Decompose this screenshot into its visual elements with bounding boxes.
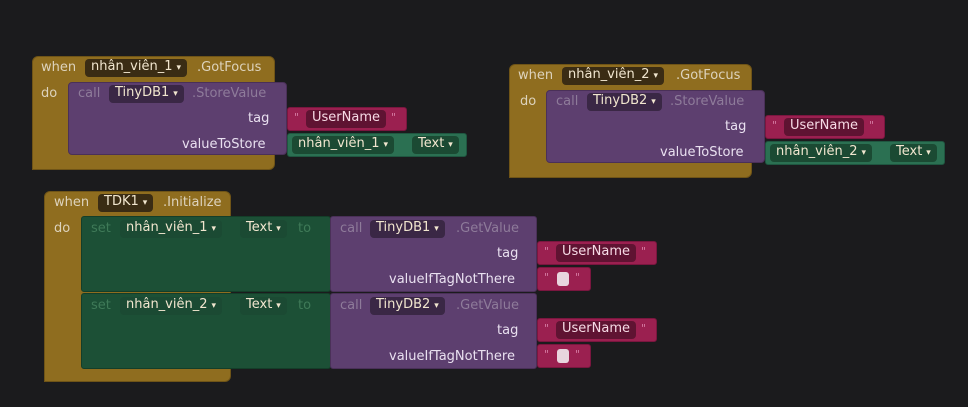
property-dropdown[interactable]: Text▾ xyxy=(412,136,459,154)
component-dropdown[interactable]: nhân_viên_2▾ xyxy=(562,67,665,85)
when-label: when xyxy=(41,60,77,75)
call-label: call xyxy=(78,86,101,101)
quote-icon: " xyxy=(772,119,778,132)
do-label: do xyxy=(54,221,71,236)
chevron-down-icon: ▾ xyxy=(173,89,178,99)
do-label: do xyxy=(520,94,537,109)
quote-icon: " xyxy=(575,271,581,284)
tinydb-dropdown[interactable]: TinyDB2▾ xyxy=(370,297,445,315)
chevron-down-icon: ▾ xyxy=(653,71,659,81)
component-name: nhân_viên_1 xyxy=(298,136,380,151)
call-label: call xyxy=(340,221,363,236)
string-value[interactable]: UserName xyxy=(306,110,386,128)
component-dropdown[interactable]: nhân_viên_1▾ xyxy=(85,59,188,77)
component-dropdown[interactable]: TDK1▾ xyxy=(98,194,154,212)
quote-icon: " xyxy=(544,245,550,258)
quote-icon: " xyxy=(391,111,397,124)
tinydb-dropdown[interactable]: TinyDB1▾ xyxy=(370,220,445,238)
method-name: .StoreValue xyxy=(192,86,267,101)
property-name: Text xyxy=(418,136,445,151)
value-if-tag-not-there-label: valueIfTagNotThere xyxy=(389,349,515,364)
event-name: .Initialize xyxy=(163,195,222,210)
to-label: to xyxy=(298,298,312,313)
quote-icon: " xyxy=(575,348,581,361)
empty-string-value[interactable] xyxy=(557,349,569,363)
component-name: nhân_viên_2 xyxy=(568,67,650,82)
quote-icon: " xyxy=(641,245,647,258)
tag-label: tag xyxy=(248,111,270,126)
tinydb-dropdown[interactable]: TinyDB1▾ xyxy=(109,85,184,103)
property-dropdown[interactable]: Text▾ xyxy=(240,220,287,238)
tinydb-name: TinyDB1 xyxy=(376,220,431,235)
component-name: nhân_viên_2 xyxy=(776,144,858,159)
string-value[interactable]: UserName xyxy=(556,244,636,262)
do-label: do xyxy=(41,86,58,101)
tag-label: tag xyxy=(497,323,519,338)
when-label: when xyxy=(518,68,554,83)
component-dropdown[interactable]: nhân_viên_2▾ xyxy=(120,297,223,315)
string-value[interactable]: UserName xyxy=(784,118,864,136)
empty-string-value[interactable] xyxy=(557,272,569,286)
component-dropdown[interactable]: nhân_viên_2▾ xyxy=(770,144,873,162)
method-name: .GetValue xyxy=(456,221,520,236)
when-label: when xyxy=(54,195,90,210)
tag-label: tag xyxy=(725,119,747,134)
quote-icon: " xyxy=(544,271,550,284)
set-label: set xyxy=(91,221,111,236)
property-name: Text xyxy=(246,297,273,312)
call-label: call xyxy=(556,94,579,109)
component-dropdown[interactable]: nhân_viên_1▾ xyxy=(292,136,395,154)
value-if-tag-not-there-label: valueIfTagNotThere xyxy=(389,272,515,287)
property-dropdown[interactable]: Text▾ xyxy=(240,297,287,315)
chevron-down-icon: ▾ xyxy=(176,63,182,73)
value-to-store-label: valueToStore xyxy=(660,145,744,160)
chevron-down-icon: ▾ xyxy=(211,301,217,311)
chevron-down-icon: ▾ xyxy=(276,301,281,311)
tinydb-dropdown[interactable]: TinyDB2▾ xyxy=(587,93,662,111)
chevron-down-icon: ▾ xyxy=(861,148,867,158)
component-name: nhân_viên_1 xyxy=(91,59,173,74)
quote-icon: " xyxy=(641,322,647,335)
to-label: to xyxy=(298,221,312,236)
component-name: nhân_viên_1 xyxy=(126,220,208,235)
chevron-down-icon: ▾ xyxy=(434,301,439,311)
tinydb-name: TinyDB1 xyxy=(115,85,170,100)
chevron-down-icon: ▾ xyxy=(448,140,453,150)
value-to-store-label: valueToStore xyxy=(182,137,266,152)
quote-icon: " xyxy=(869,119,875,132)
tag-label: tag xyxy=(497,246,519,261)
quote-icon: " xyxy=(544,322,550,335)
chevron-down-icon: ▾ xyxy=(383,140,389,150)
empty-string-block[interactable] xyxy=(537,344,591,368)
component-name: nhân_viên_2 xyxy=(126,297,208,312)
tinydb-name: TinyDB2 xyxy=(376,297,431,312)
chevron-down-icon: ▾ xyxy=(926,148,931,158)
component-dropdown[interactable]: nhân_viên_1▾ xyxy=(120,220,223,238)
chevron-down-icon: ▾ xyxy=(211,224,217,234)
quote-icon: " xyxy=(544,348,550,361)
property-name: Text xyxy=(246,220,273,235)
chevron-down-icon: ▾ xyxy=(276,224,281,234)
chevron-down-icon: ▾ xyxy=(651,97,656,107)
component-name: TDK1 xyxy=(104,194,139,209)
method-name: .GetValue xyxy=(456,298,520,313)
event-name: .GotFocus xyxy=(676,68,741,83)
call-label: call xyxy=(340,298,363,313)
tinydb-name: TinyDB2 xyxy=(593,93,648,108)
property-dropdown[interactable]: Text▾ xyxy=(890,144,937,162)
method-name: .StoreValue xyxy=(670,94,745,109)
quote-icon: " xyxy=(294,111,300,124)
set-label: set xyxy=(91,298,111,313)
chevron-down-icon: ▾ xyxy=(434,224,439,234)
property-name: Text xyxy=(896,144,923,159)
string-value[interactable]: UserName xyxy=(556,321,636,339)
event-name: .GotFocus xyxy=(197,60,262,75)
chevron-down-icon: ▾ xyxy=(142,198,148,208)
